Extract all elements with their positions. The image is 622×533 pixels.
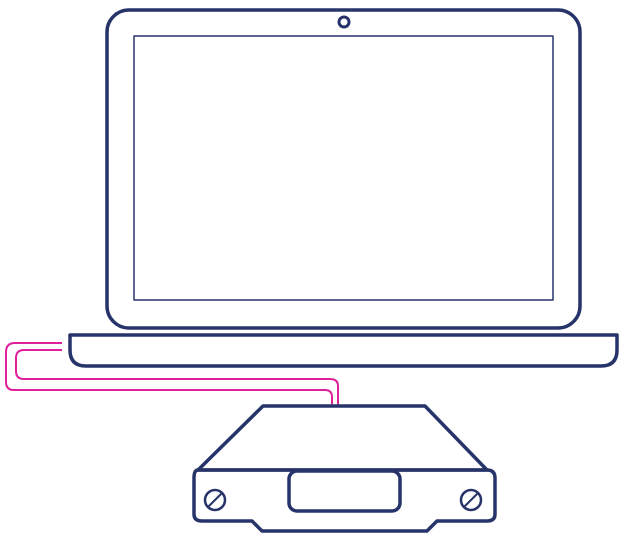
device-top-face bbox=[196, 404, 489, 472]
laptop-lid bbox=[105, 8, 582, 330]
laptop-base bbox=[68, 333, 619, 368]
device-front-face bbox=[192, 468, 497, 533]
cable-line-inner bbox=[15, 349, 339, 406]
screw-icon bbox=[459, 488, 483, 512]
cable-icon bbox=[5, 342, 339, 406]
device-display-window bbox=[287, 469, 402, 513]
laptop-screen bbox=[133, 35, 554, 301]
screw-icon bbox=[203, 488, 227, 512]
laptop-icon bbox=[68, 8, 619, 368]
webcam-icon bbox=[337, 15, 351, 29]
cable-line-outer bbox=[5, 342, 333, 406]
external-device-icon bbox=[192, 404, 497, 533]
